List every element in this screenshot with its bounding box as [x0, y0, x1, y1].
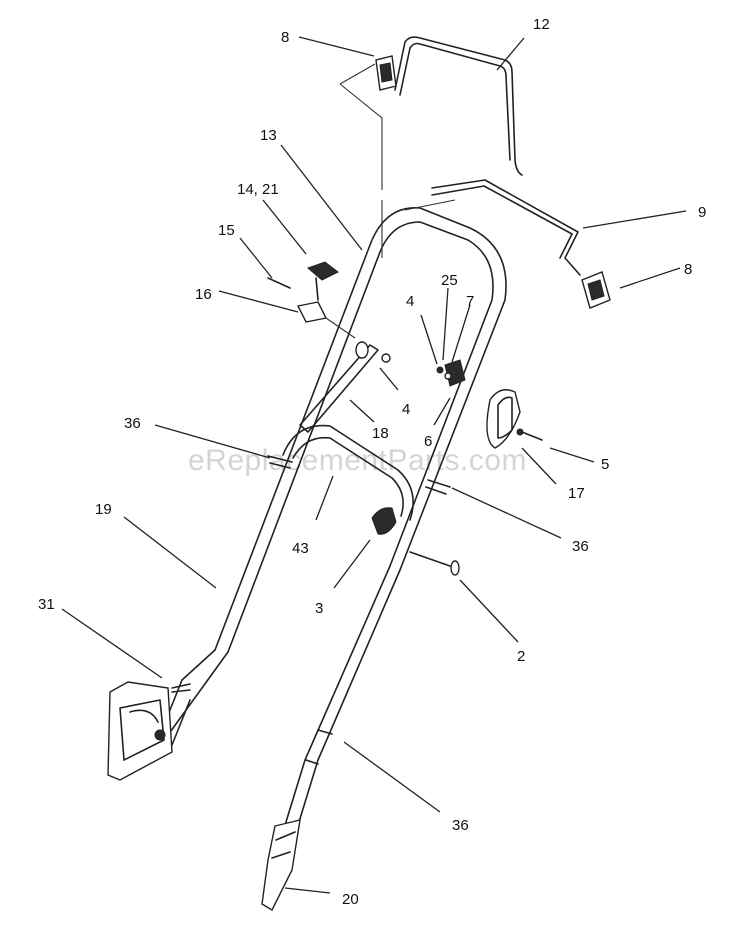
callout-43: 43: [292, 540, 309, 557]
knob-3: [371, 507, 397, 535]
lower-handle: [281, 565, 401, 836]
callout-6: 6: [424, 433, 432, 450]
drive-rod-9: [404, 179, 581, 276]
callout-16: 16: [195, 286, 212, 303]
upper-handle: [159, 207, 507, 747]
callout-12: 12: [533, 16, 550, 33]
bracket-20: [261, 819, 301, 911]
callout-labels: 12 8 13 14, 21 15 9 8 16 25 4 7 4 36 18 …: [38, 16, 706, 908]
assembly-lines: [339, 63, 383, 258]
washer-4-left: [355, 341, 391, 363]
callout-36-upper: 36: [124, 415, 141, 432]
callout-31: 31: [38, 596, 55, 613]
callout-13: 13: [260, 127, 277, 144]
callout-19: 19: [95, 501, 112, 518]
bolt-2: [409, 551, 460, 576]
callout-18: 18: [372, 425, 389, 442]
clip-8-right: [581, 271, 611, 309]
callout-8-right: 8: [684, 261, 692, 278]
callout-4-upper: 4: [406, 293, 414, 310]
adjuster-cluster-25-4-7: [436, 359, 466, 387]
callout-15: 15: [218, 222, 235, 239]
callout-25: 25: [441, 272, 458, 289]
callout-7: 7: [466, 293, 474, 310]
callout-8-top: 8: [281, 29, 289, 46]
callout-3: 3: [315, 600, 323, 617]
clip-36-right: [425, 479, 451, 495]
callout-17: 17: [568, 485, 585, 502]
bolt-15: [267, 277, 291, 289]
callout-14-21: 14, 21: [237, 181, 279, 198]
brace-18: [299, 344, 379, 433]
clip-8-top: [375, 55, 397, 91]
crossbar-43: [282, 424, 414, 521]
callout-4-lower: 4: [402, 401, 410, 418]
spacer-16: [296, 301, 356, 339]
callout-36-mid: 36: [572, 538, 589, 555]
callout-20: 20: [342, 891, 359, 908]
leader-lines: [61, 36, 687, 894]
screw-5: [516, 428, 543, 441]
clip-36-upper-left: [267, 455, 293, 469]
callout-2: 2: [517, 648, 525, 665]
watermark-text: eReplacementParts.com: [188, 444, 527, 477]
console-17: [486, 389, 521, 449]
bracket-31: [107, 681, 191, 781]
callout-9: 9: [698, 204, 706, 221]
cable-knob-14-21: [307, 261, 339, 301]
control-bail-12: [394, 36, 523, 176]
callout-36-lower: 36: [452, 817, 469, 834]
callout-5: 5: [601, 456, 609, 473]
